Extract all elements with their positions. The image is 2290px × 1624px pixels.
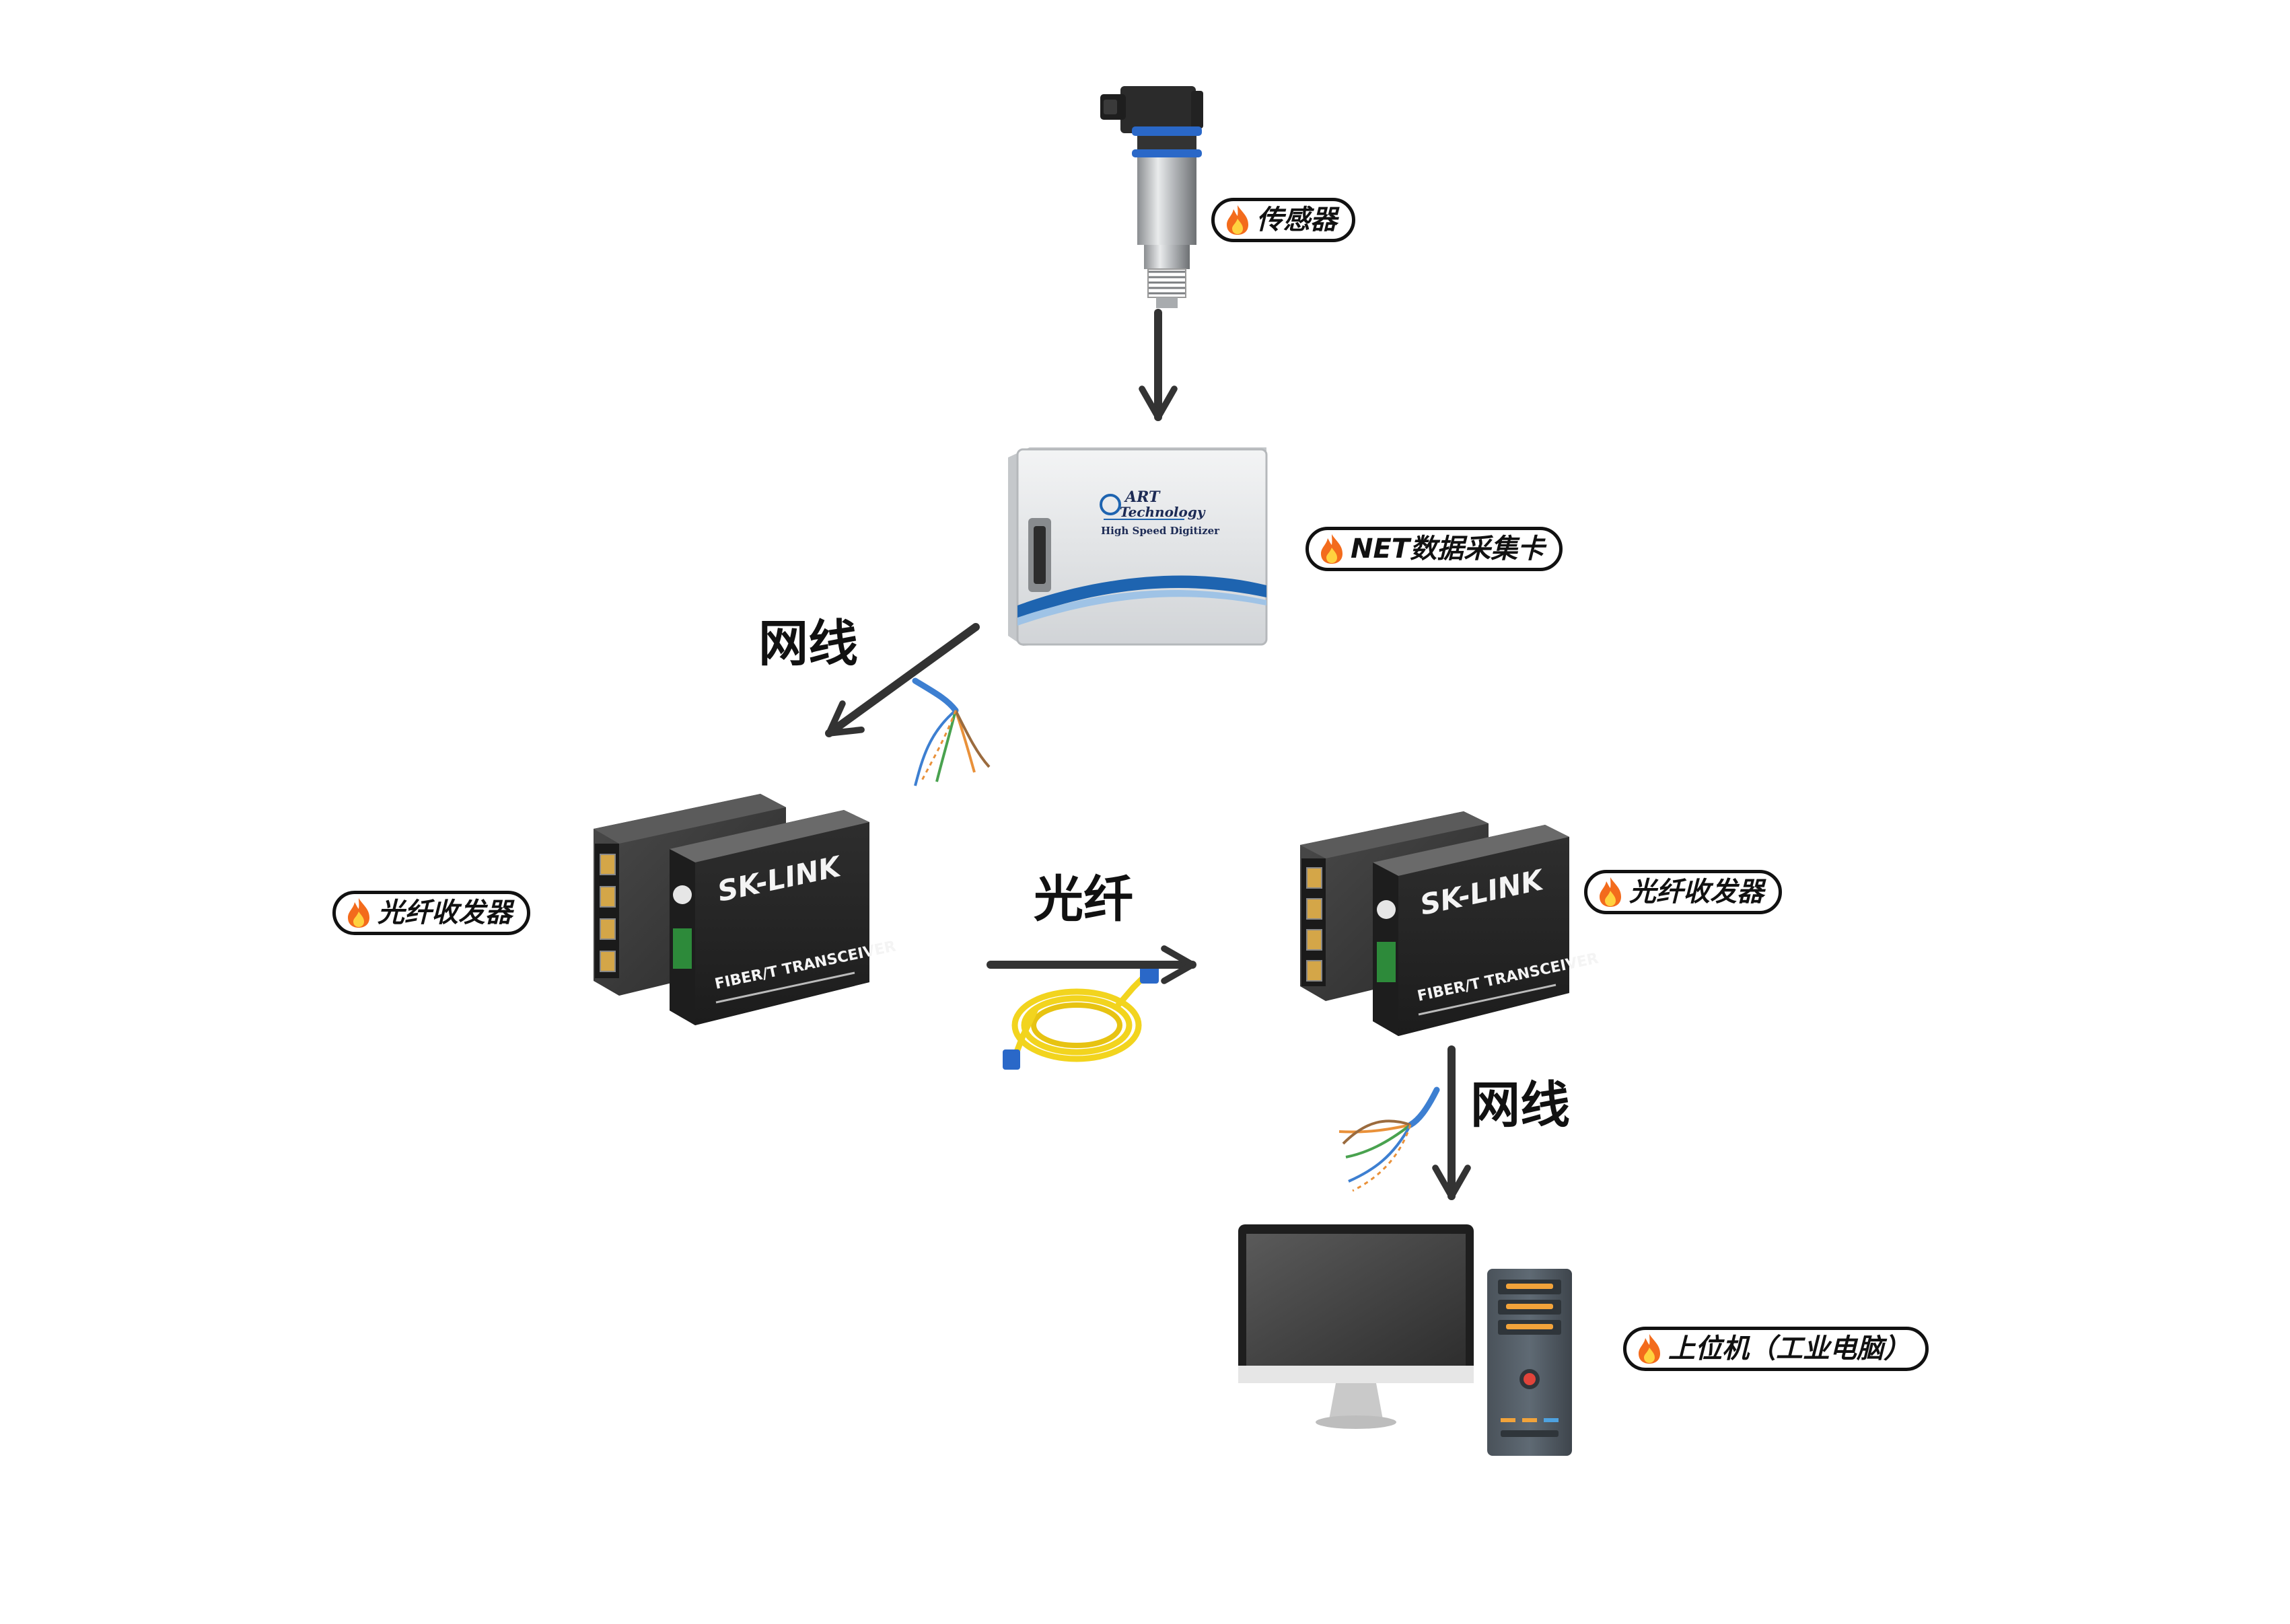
sensor-device [1100,86,1203,308]
daq-label-text: NET数据采集卡 [1351,533,1545,564]
ethernet-cable-upper-icon [912,677,991,786]
edge-label-fiber-link: 光纤 [1034,871,1133,928]
daq-subtitle: High Speed Digitizer [1101,525,1220,537]
transceiver-left-label-text: 光纤收发器 [378,897,512,928]
flame-icon [348,898,369,928]
edge-label-daq-to-transceiver: 网线 [758,615,858,673]
host-computer-device [1238,1224,1572,1456]
flame-icon [1227,205,1248,235]
transceiver-left-device: SK-LINK FIBER/T TRANSCEIVER [594,794,898,1025]
host-label: 上位机（工业电脑） [1623,1327,1929,1371]
daq-brand-line1: ART [1124,488,1161,506]
arrow-daq-to-transceiver [825,623,980,737]
daq-label: NET数据采集卡 [1305,527,1563,571]
transceiver-left-label: 光纤收发器 [332,891,530,935]
flame-icon [1321,534,1343,564]
daq-device: ART Technology High Speed Digitizer [1008,447,1268,646]
sensor-label: 传感器 [1211,198,1355,242]
sensor-label-text: 传感器 [1256,205,1337,235]
edge-label-transceiver-to-host: 网线 [1470,1076,1570,1134]
flame-icon [1639,1334,1660,1364]
fiber-cable-icon [1003,966,1159,1070]
host-label-text: 上位机（工业电脑） [1668,1333,1910,1364]
transceiver-right-label: 光纤收发器 [1584,870,1782,914]
transceiver-right-device: SK-LINK FIBER/T TRANSCEIVER [1300,811,1600,1036]
daq-brand-line2: Technology [1120,504,1206,520]
transceiver-right-label-text: 光纤收发器 [1629,877,1764,908]
ethernet-cable-lower-icon [1338,1086,1440,1192]
flame-icon [1600,877,1621,907]
